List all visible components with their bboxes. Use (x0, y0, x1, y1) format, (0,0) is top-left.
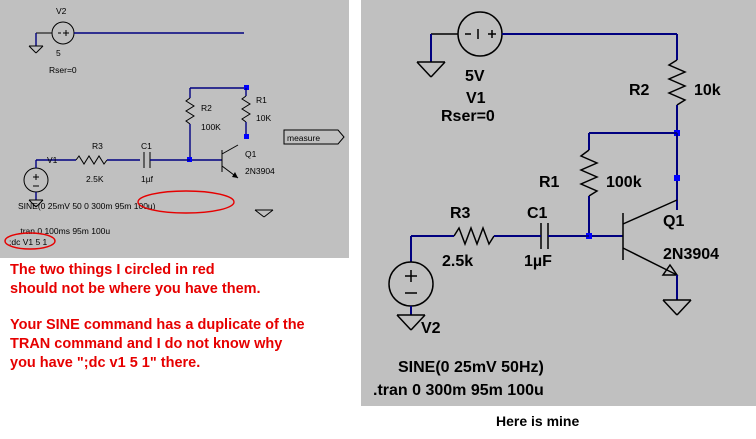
right-v1-source[interactable] (430, 11, 677, 62)
left-r1-name: R1 (256, 95, 267, 105)
left-v2-value: 5 (56, 48, 61, 58)
right-r1-resistor[interactable] (579, 149, 599, 197)
right-r2-value: 10k (694, 82, 721, 99)
right-c1-name: C1 (527, 205, 548, 222)
left-schematic-drawing: V2 5 Rser=0 R2 100K R1 10K measure (4, 6, 345, 250)
right-v2-name: V2 (421, 320, 441, 337)
right-r1-name: R1 (539, 174, 560, 191)
left-r3-value: 2.5K (86, 174, 104, 184)
right-r3-name: R3 (450, 205, 471, 222)
right-r2-name: R2 (629, 82, 650, 99)
right-ground-3 (396, 314, 426, 331)
annotation-comment: The two things I circled in red should n… (10, 261, 350, 373)
left-q1-name: Q1 (245, 149, 257, 159)
left-node-collector (244, 134, 249, 139)
left-dc-directive[interactable]: ;dc V1 5 1 (9, 237, 48, 247)
comment-line-3: Your SINE command has a duplicate of the (10, 317, 305, 333)
left-c1-value: 1µf (141, 174, 154, 184)
left-v1-source[interactable] (23, 160, 49, 200)
right-c1-capacitor[interactable] (540, 223, 557, 249)
right-q1-name: Q1 (663, 213, 684, 230)
left-ground-1 (28, 45, 44, 54)
left-q1-value: 2N3904 (245, 166, 275, 176)
right-c1-value: 1µF (524, 253, 552, 270)
left-r1-value: 10K (256, 113, 271, 123)
right-v2-source[interactable] (388, 261, 434, 315)
comment-line-4: TRAN command and I do not know why (10, 336, 283, 352)
left-q1-transistor[interactable] (190, 144, 239, 179)
left-v2-source[interactable] (35, 21, 244, 46)
red-circle-sine (137, 190, 235, 214)
right-q1-transistor[interactable] (589, 199, 679, 300)
right-r1-value: 100k (606, 174, 642, 191)
left-r2-value: 100K (201, 122, 221, 132)
left-c1-name: C1 (141, 141, 152, 151)
left-tran-directive[interactable]: .tran 0 100ms 95m 100u (18, 226, 110, 236)
right-v1-value: 5V (465, 68, 485, 85)
comment-line-1: The two things I circled in red (10, 262, 215, 278)
left-schematic-panel: V2 5 Rser=0 R2 100K R1 10K measure (0, 0, 349, 258)
right-sine-directive[interactable]: SINE(0 25mV 50Hz) (398, 359, 544, 376)
right-r3-resistor[interactable] (453, 225, 495, 247)
left-v1-name: V1 (47, 155, 58, 165)
left-r3-resistor[interactable] (75, 155, 108, 165)
right-r2-resistor[interactable] (667, 59, 687, 106)
left-ground-2 (254, 209, 274, 218)
right-v1-rser: Rser=0 (441, 108, 495, 125)
right-v1-name: V1 (466, 90, 486, 107)
red-circle-dc (4, 232, 56, 250)
right-caption: Here is mine (496, 413, 580, 429)
right-ground-2 (662, 299, 692, 316)
left-r2-name: R2 (201, 103, 212, 113)
left-c1-capacitor[interactable] (143, 152, 151, 168)
comment-line-2: should not be where you have them. (10, 281, 261, 297)
right-r3-value: 2.5k (442, 253, 473, 270)
right-tran-directive[interactable]: .tran 0 300m 95m 100u (373, 382, 544, 399)
right-ground-1 (416, 61, 446, 78)
right-q1-value: 2N3904 (663, 246, 719, 263)
left-v2-rser: Rser=0 (49, 65, 77, 75)
right-schematic-panel: 5V V1 Rser=0 R2 10k R1 100k (361, 0, 756, 406)
comment-line-5: you have ";dc v1 5 1" there. (10, 355, 201, 371)
left-r3-name: R3 (92, 141, 103, 151)
left-sine-directive[interactable]: SINE(0 25mV 50 0 300m 95m 100u) (18, 201, 156, 211)
left-r1-resistor[interactable] (241, 88, 251, 136)
right-schematic-drawing: 5V V1 Rser=0 R2 10k R1 100k (373, 11, 721, 399)
left-r2-resistor[interactable] (185, 88, 195, 160)
left-v2-name: V2 (56, 6, 67, 16)
left-node-top (244, 85, 249, 90)
left-measure-netlabel[interactable]: measure (283, 129, 345, 145)
left-measure-text: measure (287, 133, 320, 143)
left-ground-3 (28, 199, 44, 208)
right-node-collector (674, 175, 680, 181)
